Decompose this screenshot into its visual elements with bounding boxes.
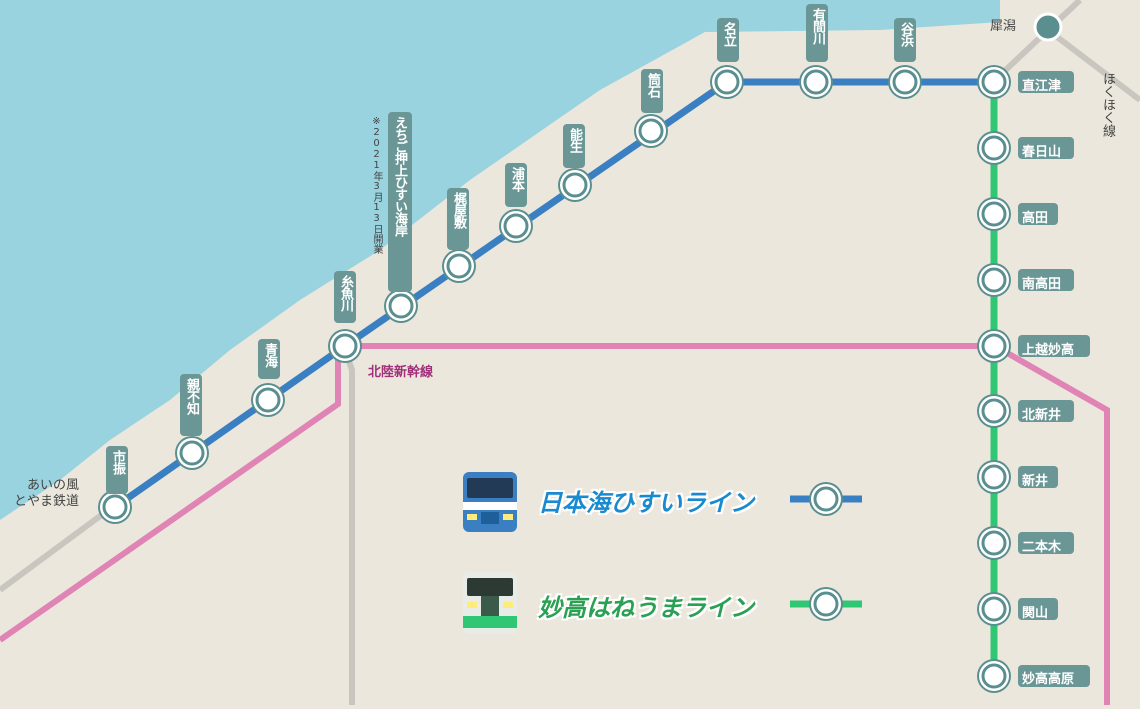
haneuma-label-bg-9 <box>1018 665 1090 687</box>
hisui-label-bg-10 <box>806 4 828 62</box>
station-label-tanihama: 谷浜 <box>898 22 913 46</box>
legend-station-0-inner <box>813 486 839 512</box>
legend-hisui-title: 日本海ひすいライン <box>538 489 754 517</box>
station-label-kita-arai: 北新井 <box>1022 408 1062 423</box>
station-label-echigo-oshiage: えちご押上ひすい海岸 <box>392 116 407 236</box>
ainokaze-label: あいの風 とやま鉄道 <box>14 478 80 509</box>
station-label-nou: 能生 <box>567 128 582 152</box>
station-label-takada: 高田 <box>1022 211 1049 226</box>
hokuhoku-label: ほくほく線 <box>1100 72 1115 137</box>
station-haneuma-5-inner <box>981 398 1007 424</box>
station-hisui-6-inner <box>503 213 529 239</box>
hisui-label-bg-5 <box>447 188 469 250</box>
hisui-label-bg-3 <box>334 271 356 323</box>
opening-note: ※2021年3月13日開業 <box>371 116 382 254</box>
hisui-label-bg-2 <box>258 339 280 379</box>
station-hisui-10-inner <box>803 69 829 95</box>
station-label-kasugayama: 春日山 <box>1022 145 1062 160</box>
saigata-track <box>992 0 1083 83</box>
station-label-arai: 新井 <box>1022 474 1049 489</box>
station-haneuma-9-inner <box>981 663 1007 689</box>
saigata-label: 犀潟 <box>990 19 1017 34</box>
station-label-nadachi: 名立 <box>721 22 736 46</box>
station-hisui-9-inner <box>714 69 740 95</box>
station-haneuma-3-inner <box>981 267 1007 293</box>
hisui-label-bg-1 <box>180 374 202 436</box>
station-hisui-2-inner <box>255 387 281 413</box>
haneuma-label-bg-2 <box>1018 203 1058 225</box>
station-label-sekiyama: 関山 <box>1022 606 1049 621</box>
station-hisui-7-inner <box>562 172 588 198</box>
station-label-kajiyashiki: 梶屋敷 <box>451 192 466 228</box>
gray-branch-track <box>342 349 355 705</box>
station-haneuma-0-inner <box>981 69 1007 95</box>
ainokaze-line-track <box>0 502 117 593</box>
station-markers <box>98 65 1011 693</box>
station-label-arimagawa: 有間川 <box>810 8 825 44</box>
sea-area <box>0 0 1000 520</box>
station-haneuma-6-inner <box>981 464 1007 490</box>
station-hisui-11-inner <box>892 69 918 95</box>
haneuma-label-bg-5 <box>1018 400 1074 422</box>
haneuma-label-bg-4 <box>1018 335 1090 357</box>
station-hisui-1-inner <box>179 440 205 466</box>
station-label-ichiburi: 市振 <box>110 450 125 474</box>
station-saigata[interactable] <box>1033 12 1063 42</box>
shinkansen-label: 北陸新幹線 <box>368 365 434 380</box>
hisui-label-bg-8 <box>641 69 663 113</box>
hisui-train-icon <box>463 472 517 532</box>
station-haneuma-1-inner <box>981 135 1007 161</box>
haneuma-label-bg-7 <box>1018 532 1074 554</box>
station-label-oyashirazu: 親不知 <box>184 378 199 414</box>
shinkansen-track <box>0 343 1110 705</box>
haneuma-label-bg-0 <box>1018 71 1074 93</box>
station-haneuma-7-inner <box>981 530 1007 556</box>
station-haneuma-2-inner <box>981 201 1007 227</box>
haneuma-label-bg-6 <box>1018 466 1058 488</box>
station-label-nihongi: 二本木 <box>1022 540 1062 555</box>
hisui-label-bg-0 <box>106 446 128 494</box>
station-label-naoetsu: 直江津 <box>1022 79 1062 94</box>
station-hisui-3-inner <box>332 333 358 359</box>
haneuma-train-icon <box>463 572 517 634</box>
station-label-myokokogen: 妙高高原 <box>1022 672 1075 687</box>
station-label-backgrounds <box>106 4 1090 687</box>
hisui-label-bg-11 <box>894 18 916 62</box>
station-haneuma-8-inner <box>981 596 1007 622</box>
hisui-label-bg-4 <box>388 112 412 292</box>
station-hisui-4-inner <box>388 293 414 319</box>
station-label-itoigawa: 糸魚川 <box>338 275 353 311</box>
station-label-omi: 青海 <box>262 343 277 367</box>
station-label-minami-takada: 南高田 <box>1022 277 1062 292</box>
hisui-line-track <box>112 78 994 510</box>
station-label-tsutsuishi: 筒石 <box>645 73 660 97</box>
station-haneuma-4-inner <box>981 333 1007 359</box>
legend-station-1-inner <box>813 591 839 617</box>
haneuma-label-bg-8 <box>1018 598 1058 620</box>
hisui-label-bg-7 <box>563 124 585 168</box>
station-label-uramoto: 浦本 <box>509 167 524 191</box>
haneuma-label-bg-1 <box>1018 137 1074 159</box>
station-hisui-8-inner <box>638 118 664 144</box>
station-hisui-0-inner <box>102 494 128 520</box>
station-label-joetsumyoko: 上越妙高 <box>1022 343 1075 358</box>
hisui-label-bg-9 <box>717 18 739 62</box>
station-hisui-5-inner <box>446 253 472 279</box>
legend-haneuma-title: 妙高はねうまライン <box>538 594 754 622</box>
hisui-label-bg-6 <box>505 163 527 207</box>
haneuma-label-bg-3 <box>1018 269 1074 291</box>
hokuhoku-line-track <box>1046 27 1140 103</box>
